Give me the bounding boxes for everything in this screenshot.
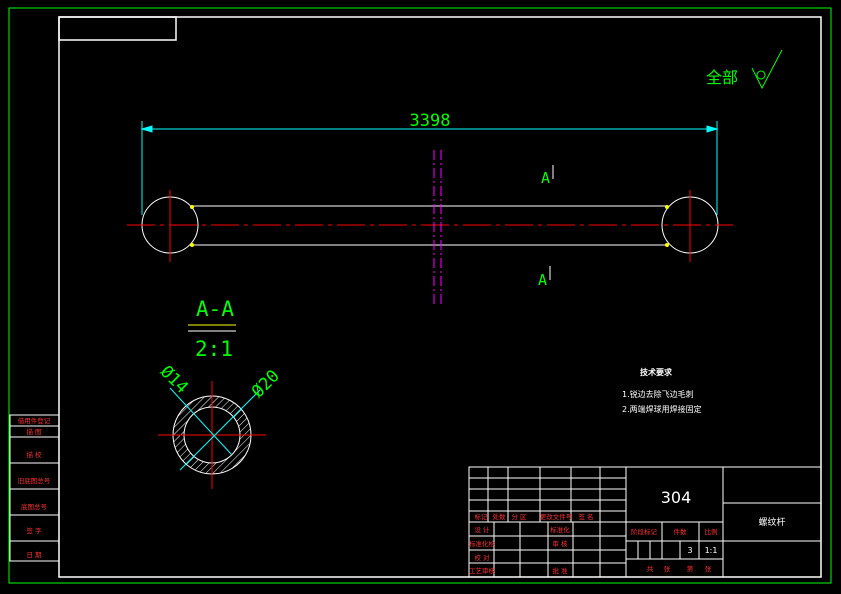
mid-label-2: 审 核 xyxy=(552,539,568,548)
header-cell-3: 分 区 xyxy=(511,512,527,521)
sheet-label-3: 第 xyxy=(687,564,694,573)
scale-label: 比例 xyxy=(705,527,718,536)
side-strip-labels: 借用件登记 描 图 描 校 旧底图总号 底图总号 签 字 日 期 xyxy=(18,416,51,559)
drawing-number: 304 xyxy=(661,488,692,507)
header-cell-5: 签 名 xyxy=(578,512,593,521)
scale-value: 1:1 xyxy=(705,546,718,555)
inner-frame xyxy=(58,16,822,578)
section-mark-bottom: A xyxy=(538,271,547,289)
tech-req-item-1: 1.锐边去除飞边毛刺 xyxy=(622,389,694,399)
header-cell-4: 更改文件号 xyxy=(540,512,573,521)
surface-finish-icon xyxy=(751,49,783,90)
stage-label: 阶段标记 xyxy=(631,527,658,536)
row-label-4: 工艺审核 xyxy=(469,566,496,575)
center-lines xyxy=(127,190,733,262)
surface-finish-label: 全部 xyxy=(706,68,738,87)
row-label-1: 设 计 xyxy=(474,525,490,534)
weight-value: 3 xyxy=(687,546,692,555)
mid-label-4: 批 准 xyxy=(552,566,568,575)
title-block xyxy=(468,466,822,578)
side-strip-label-1: 借用件登记 xyxy=(18,416,51,425)
side-strip-label-2: 描 图 xyxy=(26,427,41,436)
corner-box xyxy=(58,16,177,41)
side-strip-label-5: 底图总号 xyxy=(21,502,48,511)
section-scale: 2:1 xyxy=(195,337,233,361)
weld-marks xyxy=(190,205,669,247)
section-title: A-A xyxy=(196,297,234,321)
outer-frame xyxy=(8,7,832,584)
section-mark-top: A xyxy=(541,169,550,187)
mid-label-1: 标准化 xyxy=(550,525,570,534)
cut-line xyxy=(433,150,442,305)
tech-req-title: 技术要求 xyxy=(640,367,673,377)
sheet-label-2: 张 xyxy=(664,564,671,573)
header-cell-1: 标记 xyxy=(475,512,489,521)
part-name: 螺纹杆 xyxy=(758,516,785,528)
sheet-label-1: 共 xyxy=(647,564,654,573)
sheet-label-4: 张 xyxy=(705,564,712,573)
row-label-3: 校 对 xyxy=(474,553,490,562)
weight-label: 件数 xyxy=(674,527,688,536)
diameter-leaders xyxy=(169,387,261,471)
side-strip-label-7: 日 期 xyxy=(26,551,42,559)
side-strip-label-4: 旧底图总号 xyxy=(18,476,51,485)
row-label-2: 标准化检 xyxy=(469,539,496,548)
side-strip-label-6: 签 字 xyxy=(26,526,42,535)
title-block-labels: 标记 处数 分 区 更改文件号 签 名 设 计 标准化检 校 对 工艺审核 标准… xyxy=(469,512,718,575)
header-cell-2: 处数 xyxy=(493,512,507,521)
inner-diameter-dim: Ø14 xyxy=(156,362,192,398)
tech-req-item-2: 2.两端焊球用焊接固定 xyxy=(622,404,702,414)
side-strip-label-3: 描 校 xyxy=(26,450,42,459)
length-dimension xyxy=(140,121,719,215)
length-dim-text: 3398 xyxy=(410,111,451,131)
section-center-lines xyxy=(158,381,266,489)
side-strip xyxy=(9,414,60,562)
